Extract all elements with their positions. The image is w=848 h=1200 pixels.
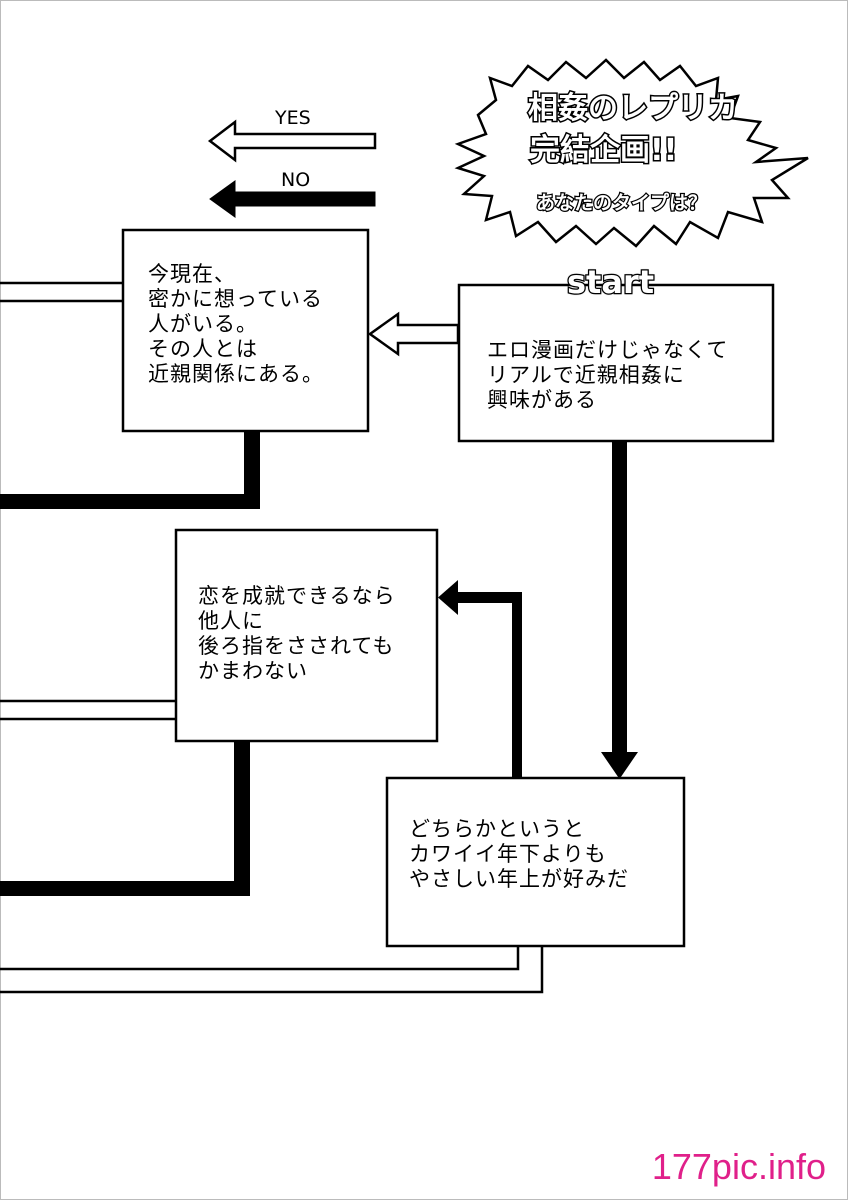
connector-secret-love-no-left	[0, 431, 260, 509]
node-box-older-preference	[385, 776, 686, 948]
arrow-older-no-to-love-fulfilled	[438, 580, 522, 778]
legend-no-arrow	[209, 180, 376, 218]
title-line-2: 完結企画!!	[528, 132, 678, 169]
node-text-secret-love: 今現在、 密かに想っている 人がいる。 その人とは 近親関係にある。	[148, 262, 324, 386]
connector-secret-love-yes-left	[0, 281, 123, 303]
connector-love-fulfilled-yes-left	[0, 699, 176, 721]
connector-older-yes-left	[0, 946, 544, 994]
connector-love-fulfilled-no-left	[0, 741, 250, 896]
arrow-start-no-to-older-preference	[601, 441, 638, 779]
title-line-1: 相姦のレプリカ	[527, 90, 740, 127]
start-label: start	[566, 263, 656, 301]
node-text-love-fulfilled: 恋を成就できるなら 他人に 後ろ指をさされても かまわない	[198, 584, 396, 683]
node-box-start	[457, 283, 775, 443]
node-text-older-preference: どちらかというと カワイイ年下よりも やさしい年上が好みだ	[409, 817, 629, 891]
legend-yes-label: YES	[275, 107, 311, 129]
legend-no-label: NO	[281, 169, 311, 191]
title-burst	[454, 58, 809, 248]
title-line-3: あなたのタイプは？	[535, 191, 709, 216]
legend-yes-arrow	[207, 119, 377, 163]
arrow-start-yes-to-secret-love	[367, 311, 460, 357]
node-box-love-fulfilled	[174, 528, 439, 743]
node-text-start: エロ漫画だけじゃなくて リアルで近親相姦に 興味がある	[487, 338, 729, 412]
watermark-text: 177pic.info	[651, 1146, 826, 1187]
